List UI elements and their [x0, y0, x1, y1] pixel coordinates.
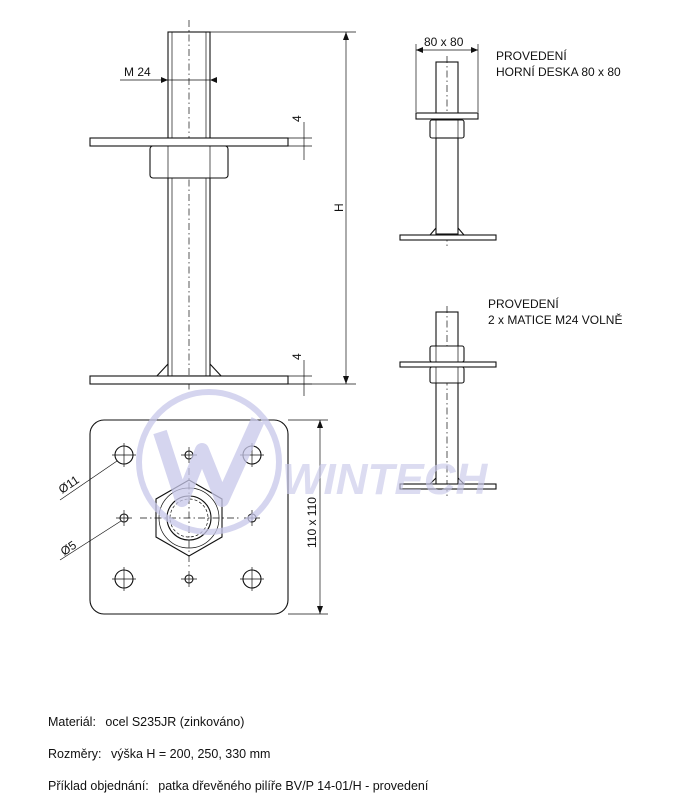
- dimensions-row: Rozměry: výška H = 200, 250, 330 mm: [48, 738, 428, 770]
- main-side-view: M 24 4 4 H: [89, 20, 356, 396]
- order-label: Příklad objednání:: [48, 779, 149, 793]
- material-value: ocel S235JR (zinkováno): [105, 715, 245, 729]
- order-value: patka dřevěného pilíře BV/P 14-01/H - pr…: [158, 779, 429, 793]
- plate-thickness-bottom-label: 4: [290, 353, 304, 360]
- variant1-desc: HORNÍ DESKA 80 x 80: [496, 64, 621, 79]
- dimensions-label: Rozměry:: [48, 747, 102, 761]
- variant2-title: PROVEDENÍ: [488, 296, 559, 311]
- plate-thickness-top-label: 4: [290, 115, 304, 122]
- specification-notes: Materiál: ocel S235JR (zinkováno) Rozměr…: [48, 706, 428, 802]
- variant2-desc: 2 x MATICE M24 VOLNĚ: [488, 312, 622, 327]
- variant1-view: 80 x 80 PROVEDENÍ HORNÍ DESKA 80 x 80: [399, 35, 621, 246]
- hole-small-label: Ø5: [58, 538, 79, 559]
- watermark-brand: WINTECH: [282, 455, 489, 504]
- dimensions-value: výška H = 200, 250, 330 mm: [110, 747, 271, 761]
- height-label: H: [332, 203, 346, 212]
- small-holes: [116, 447, 260, 587]
- top-plate-label: 80 x 80: [424, 35, 464, 49]
- wintech-watermark: WINTECH: [136, 389, 489, 535]
- variant1-title: PROVEDENÍ: [496, 48, 567, 63]
- material-row: Materiál: ocel S235JR (zinkováno): [48, 706, 428, 738]
- thread-size-label: M 24: [124, 65, 151, 79]
- plan-view: Ø11 Ø5 110 x 110: [56, 419, 328, 615]
- material-label: Materiál:: [48, 715, 96, 729]
- order-row: Příklad objednání: patka dřevěného pilíř…: [48, 770, 428, 802]
- hole-large-label: Ø11: [56, 473, 82, 497]
- plate-size-label: 110 x 110: [305, 497, 319, 548]
- variant2-view: PROVEDENÍ 2 x MATICE M24 VOLNĚ: [399, 296, 622, 496]
